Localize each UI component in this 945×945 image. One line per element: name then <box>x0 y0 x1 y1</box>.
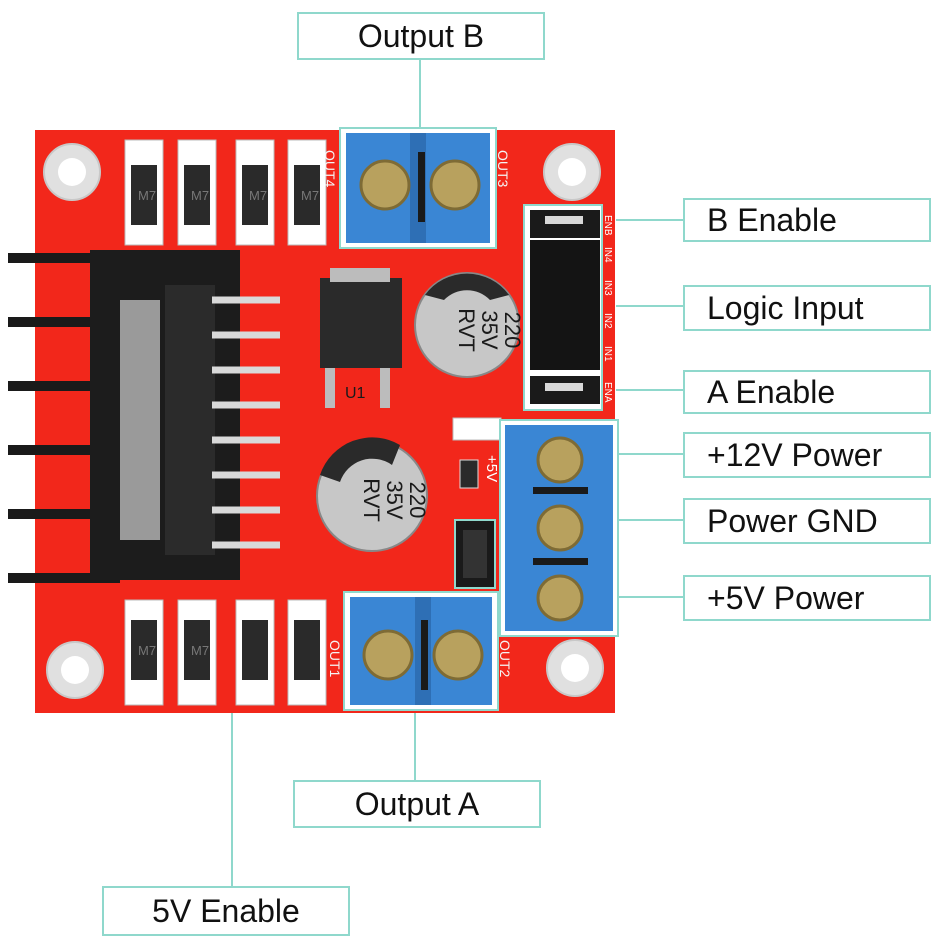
out-labels-bottom: OUT1 OUT2 <box>327 640 513 678</box>
capacitor-top <box>414 272 520 378</box>
callout-logic-input: Logic Input <box>683 285 931 331</box>
svg-text:OUT1: OUT1 <box>327 640 343 678</box>
capacitor-bottom <box>316 437 428 552</box>
resistor <box>459 459 479 489</box>
svg-text:RVT: RVT <box>454 308 479 352</box>
callout-plus12v-power: +12V Power <box>683 432 931 478</box>
callout-5v-enable: 5V Enable <box>102 886 350 936</box>
out-labels-top: OUT4 OUT3 <box>322 150 511 188</box>
callout-a-enable: A Enable <box>683 370 931 414</box>
diode-mark: M7 <box>138 188 156 203</box>
callout-output-a: Output A <box>293 780 541 828</box>
diode-mark: M7 <box>191 188 209 203</box>
mounting-hole-centers <box>58 158 589 684</box>
svg-text:ENA: ENA <box>602 382 613 403</box>
terminal-output-b <box>339 127 497 249</box>
diode-mark: M7 <box>191 643 209 658</box>
capacitor-bottom-text: 220 35V RVT <box>359 478 430 522</box>
callout-power-gnd: Power GND <box>683 498 931 544</box>
callout-plus5v-power: +5V Power <box>683 575 931 621</box>
svg-text:RVT: RVT <box>359 478 384 522</box>
callout-b-enable: B Enable <box>683 198 931 242</box>
led <box>452 417 502 441</box>
diode-mark: M7 <box>301 188 319 203</box>
diode-mark: M7 <box>249 188 267 203</box>
regulator-u1 <box>320 268 402 408</box>
diode-mark: M7 <box>138 643 156 658</box>
callout-output-b: Output B <box>297 12 545 60</box>
diode-marks-bottom: M7 M7 <box>138 643 209 658</box>
svg-text:IN4: IN4 <box>602 247 613 263</box>
svg-text:35V: 35V <box>477 310 502 349</box>
svg-text:ENB: ENB <box>602 215 613 236</box>
diodes-bottom <box>124 599 327 706</box>
svg-text:OUT2: OUT2 <box>497 640 513 678</box>
header-pin-labels: ENB IN4 IN3 IN2 IN1 ENA <box>602 215 613 403</box>
capacitor-top-text: 220 35V RVT <box>454 308 525 352</box>
u1-label: U1 <box>345 385 366 402</box>
diode-marks-top: M7 M7 M7 M7 <box>138 188 319 203</box>
svg-text:IN2: IN2 <box>602 313 613 329</box>
svg-text:OUT3: OUT3 <box>495 150 511 188</box>
svg-text:220: 220 <box>405 482 430 519</box>
5v-enable-jumper <box>454 519 496 589</box>
svg-text:OUT4: OUT4 <box>322 150 338 188</box>
svg-text:35V: 35V <box>382 480 407 519</box>
plus5v-mark: +5V <box>483 455 500 482</box>
terminal-power <box>499 419 619 637</box>
svg-text:IN1: IN1 <box>602 346 613 362</box>
svg-text:IN3: IN3 <box>602 280 613 296</box>
diodes-top <box>124 139 327 246</box>
heatsink <box>8 250 240 583</box>
svg-text:220: 220 <box>500 312 525 349</box>
logic-header <box>523 204 603 411</box>
ic-pins <box>212 296 280 549</box>
terminal-output-a <box>343 591 499 711</box>
